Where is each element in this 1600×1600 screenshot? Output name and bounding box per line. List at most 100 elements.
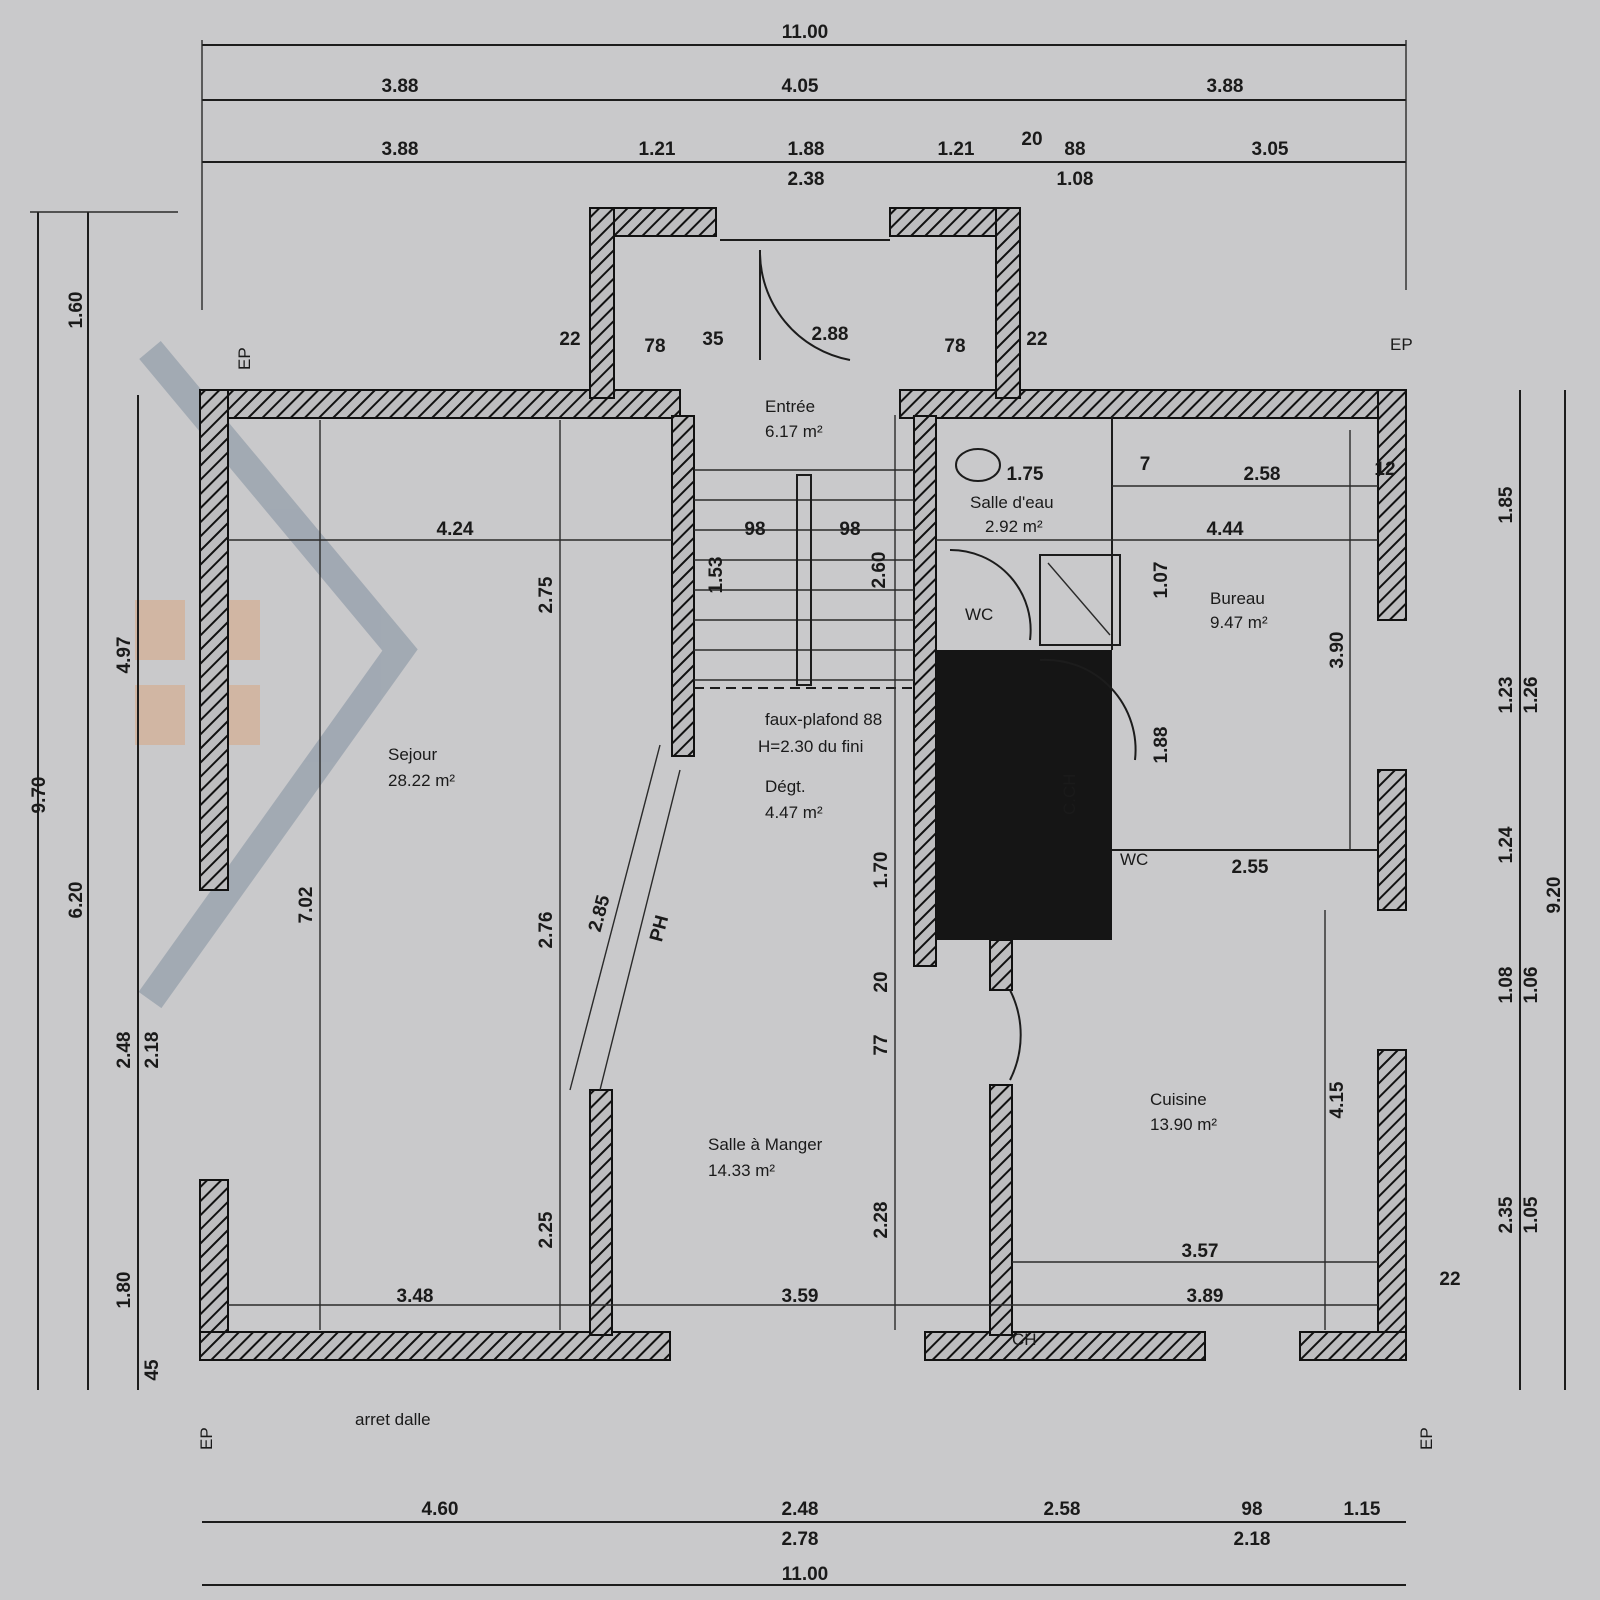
dim: 20 bbox=[1021, 129, 1042, 150]
dim-total-bottom: 11.00 bbox=[782, 1564, 829, 1585]
dim: 2.60 bbox=[869, 552, 890, 589]
room-cuisine-name: Cuisine bbox=[1150, 1090, 1207, 1109]
room-salle-deau-name: Salle d'eau bbox=[970, 493, 1054, 512]
shower bbox=[1039, 554, 1121, 646]
dim: 3.88 bbox=[382, 76, 419, 97]
doors bbox=[758, 249, 1137, 1081]
filled-duct-block bbox=[936, 650, 1112, 940]
dim: 1.24 bbox=[1496, 826, 1517, 863]
dim: 98 bbox=[839, 519, 860, 540]
label-ep: EP bbox=[235, 347, 254, 370]
dim: 1.53 bbox=[706, 557, 727, 594]
dim: 9.20 bbox=[1544, 877, 1565, 914]
dim: 2.28 bbox=[871, 1202, 892, 1239]
dim: 77 bbox=[871, 1034, 892, 1055]
dim: 1.80 bbox=[114, 1272, 135, 1309]
dim: 1.88 bbox=[788, 139, 825, 160]
note-arret-dalle: arret dalle bbox=[355, 1410, 431, 1429]
dim: 98 bbox=[744, 519, 765, 540]
dim-total-top: 11.00 bbox=[782, 22, 829, 43]
dim: 1.60 bbox=[66, 292, 87, 329]
dim: 1.08 bbox=[1496, 967, 1517, 1004]
label-ep: EP bbox=[197, 1427, 216, 1450]
dim: 3.59 bbox=[782, 1286, 819, 1307]
dim: 1.23 bbox=[1496, 677, 1517, 714]
left-dimensions: 1.60 9.70 6.20 4.97 2.48 2.18 1.80 45 bbox=[29, 211, 178, 1390]
dim: 78 bbox=[644, 336, 665, 357]
dim: 3.90 bbox=[1327, 632, 1348, 669]
dim: 2.76 bbox=[536, 912, 557, 949]
room-degt-area: 4.47 m² bbox=[765, 803, 823, 822]
dim: 3.88 bbox=[1207, 76, 1244, 97]
room-sejour-name: Sejour bbox=[388, 745, 437, 764]
dim: 7 bbox=[1140, 454, 1151, 475]
dim: 2.58 bbox=[1244, 464, 1281, 485]
watermark-logo bbox=[135, 341, 418, 1009]
dim: 22 bbox=[1439, 1269, 1460, 1290]
dim: 4.05 bbox=[782, 76, 819, 97]
dim: 2.85 bbox=[585, 893, 615, 935]
dim: 9.70 bbox=[29, 777, 50, 814]
label-wc: WC bbox=[1120, 850, 1148, 869]
dim: 1.08 bbox=[1057, 169, 1094, 190]
label-ep: EP bbox=[1390, 335, 1413, 354]
room-cuisine-area: 13.90 m² bbox=[1150, 1115, 1217, 1134]
dim: 20 bbox=[871, 971, 892, 992]
dim: 2.18 bbox=[1234, 1529, 1271, 1550]
dim: 2.78 bbox=[782, 1529, 819, 1550]
walls bbox=[199, 207, 1407, 1361]
room-degt-name: Dégt. bbox=[765, 777, 806, 796]
dim: 1.88 bbox=[1151, 727, 1172, 764]
dim: 2.35 bbox=[1496, 1196, 1517, 1233]
dim: 2.48 bbox=[782, 1499, 819, 1520]
room-salle-a-manger-name: Salle à Manger bbox=[708, 1135, 823, 1154]
room-entree-area: 6.17 m² bbox=[765, 422, 823, 441]
dim: 22 bbox=[559, 329, 580, 350]
dim: 1.70 bbox=[871, 852, 892, 889]
label-wc: WC bbox=[965, 605, 993, 624]
dim: 3.89 bbox=[1187, 1286, 1224, 1307]
dim: 4.24 bbox=[437, 519, 474, 540]
dim: 1.21 bbox=[938, 139, 975, 160]
dim: 2.38 bbox=[788, 169, 825, 190]
dim: 1.05 bbox=[1521, 1196, 1542, 1233]
room-salle-a-manger-area: 14.33 m² bbox=[708, 1161, 775, 1180]
dim: 78 bbox=[944, 336, 965, 357]
dim: 4.97 bbox=[114, 637, 135, 674]
dim: 1.85 bbox=[1496, 486, 1517, 523]
dim: 1.26 bbox=[1521, 677, 1542, 714]
dim: 2.88 bbox=[812, 324, 849, 345]
room-labels: Entrée 6.17 m² Salle d'eau 2.92 m² Burea… bbox=[197, 335, 1436, 1450]
dim: 1.75 bbox=[1007, 464, 1044, 485]
dim: 4.60 bbox=[422, 1499, 459, 1520]
right-dimensions: 1.85 1.23 1.26 1.24 1.08 1.06 2.35 1.05 … bbox=[1496, 390, 1566, 1390]
dim: 1.07 bbox=[1151, 562, 1172, 599]
dim: 1.06 bbox=[1521, 967, 1542, 1004]
dim: 2.75 bbox=[536, 576, 557, 613]
inner-dimensions: 4.24 7.02 3.48 2.75 2.76 2.25 2.85 PH 3.… bbox=[228, 324, 1461, 1330]
dim: 45 bbox=[142, 1359, 163, 1381]
top-dimensions: 11.00 3.88 4.05 3.88 3.88 1.21 1.88 1.21… bbox=[201, 22, 1407, 310]
dim: 2.58 bbox=[1044, 1499, 1081, 1520]
dim: 3.57 bbox=[1182, 1241, 1219, 1262]
dim: 4.15 bbox=[1327, 1081, 1348, 1118]
room-salle-deau-area: 2.92 m² bbox=[985, 517, 1043, 536]
dim: PH bbox=[646, 913, 673, 944]
dim: 2.25 bbox=[536, 1211, 557, 1248]
dim: 1.21 bbox=[639, 139, 676, 160]
bottom-dimensions: 4.60 2.48 2.58 98 1.15 2.78 2.18 11.00 bbox=[202, 1499, 1406, 1586]
dim: 1.15 bbox=[1344, 1499, 1381, 1520]
dim: 6.20 bbox=[66, 882, 87, 919]
dim: 3.88 bbox=[382, 139, 419, 160]
label-cch: C.CH bbox=[1060, 773, 1079, 815]
label-ep: EP bbox=[1417, 1427, 1436, 1450]
room-sejour-area: 28.22 m² bbox=[388, 771, 455, 790]
dim: 22 bbox=[1026, 329, 1047, 350]
dim: 4.44 bbox=[1207, 519, 1244, 540]
dim: 12 bbox=[1374, 459, 1395, 480]
room-bureau-name: Bureau bbox=[1210, 589, 1265, 608]
dim: 2.18 bbox=[142, 1032, 163, 1069]
staircase bbox=[694, 469, 914, 689]
dim: 3.05 bbox=[1252, 139, 1289, 160]
